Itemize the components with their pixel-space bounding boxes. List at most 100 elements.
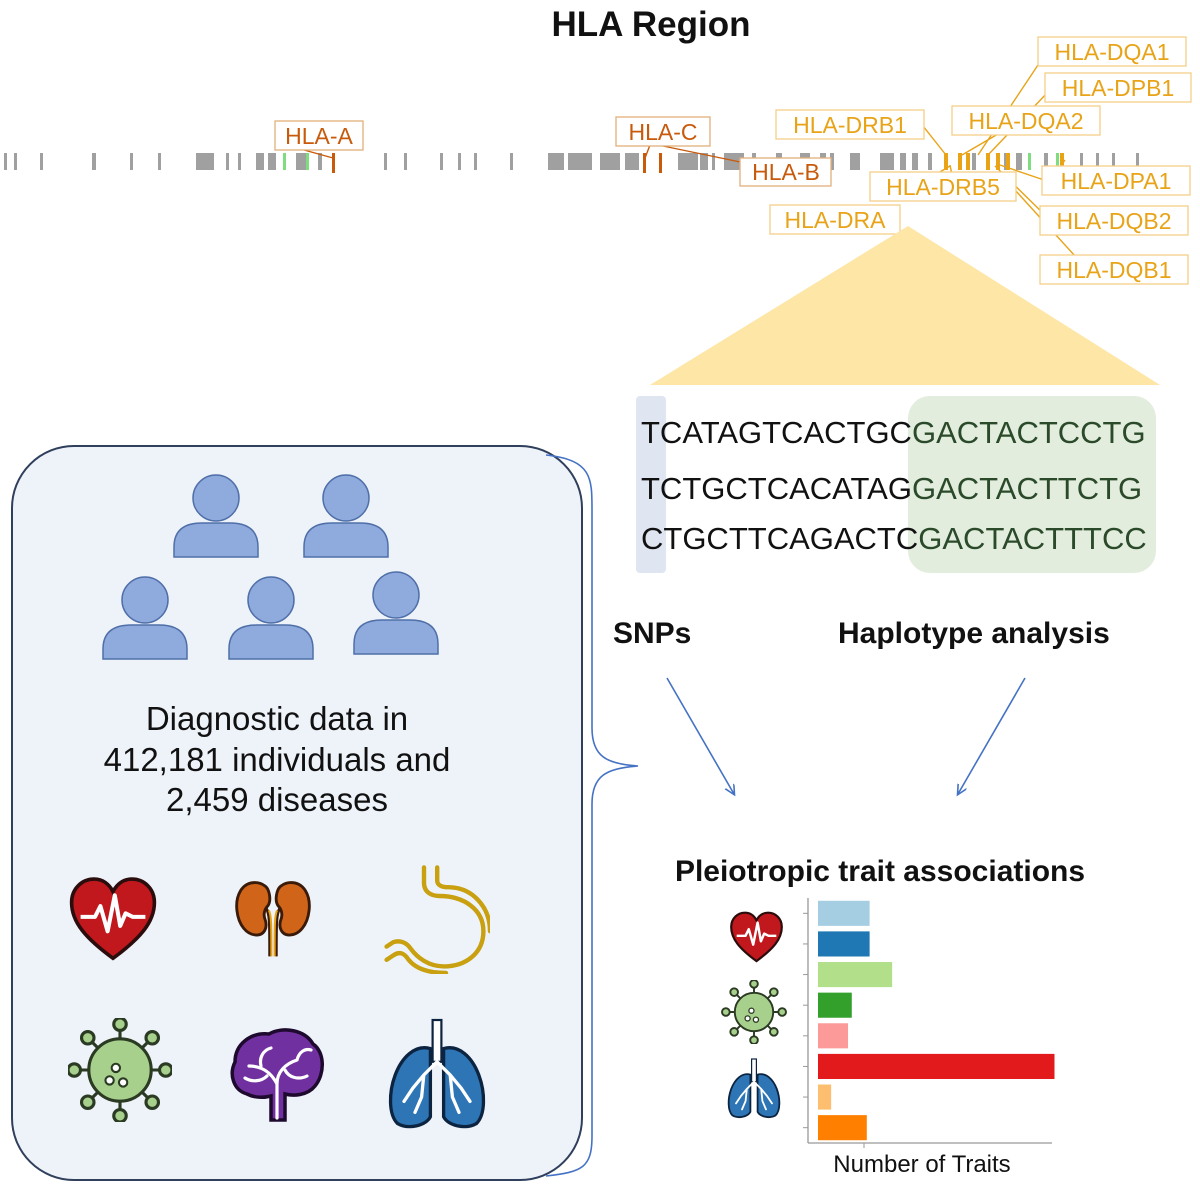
gene-tick — [678, 153, 698, 170]
trait-bar — [818, 962, 893, 988]
gene-tick — [944, 153, 948, 170]
chart-xlabel: Number of Traits — [833, 1151, 1010, 1178]
svg-text:HLA-C: HLA-C — [628, 119, 697, 145]
sequence-line: TCATAGTCACTGCGACTACTCCTG — [641, 415, 1146, 450]
svg-text:HLA-DPB1: HLA-DPB1 — [1062, 75, 1174, 101]
gene-tick — [972, 153, 976, 170]
haplotype-analysis-label: Haplotype analysis — [838, 617, 1110, 650]
svg-text:HLA-B: HLA-B — [752, 159, 820, 185]
gene-tick — [130, 153, 133, 170]
gene-track — [4, 153, 1139, 173]
gene-label-hla-a: HLA-A — [274, 120, 364, 151]
gene-tick — [92, 153, 96, 170]
class-one-gene-labels — [303, 144, 746, 164]
trait-bar-chart — [803, 898, 1055, 1148]
trait-bar — [818, 1084, 832, 1110]
gene-tick — [238, 153, 241, 170]
gene-tick — [14, 153, 17, 170]
svg-text:412,181 individuals and: 412,181 individuals and — [104, 741, 451, 778]
diagnostic-text: Diagnostic data in 412,181 individuals a… — [104, 700, 451, 818]
snps-arrow — [666, 677, 734, 794]
gene-tick — [625, 153, 639, 170]
gene-label-hla-dqa1: HLA-DQA1 — [1037, 36, 1187, 67]
gene-tick — [226, 153, 229, 170]
gene-tick — [986, 153, 990, 170]
gene-tick — [440, 153, 443, 170]
virus-icon — [68, 1018, 172, 1122]
svg-text:2,459 diseases: 2,459 diseases — [166, 781, 388, 818]
gene-tick — [643, 153, 646, 173]
gene-tick — [958, 153, 962, 170]
gene-tick — [724, 153, 744, 170]
gene-label-hla-dqa2: HLA-DQA2 — [951, 105, 1101, 136]
chart-lungs-icon — [727, 1057, 781, 1119]
person-icon — [173, 474, 259, 558]
svg-text:HLA-DQB1: HLA-DQB1 — [1056, 257, 1171, 283]
gene-tick — [158, 153, 161, 170]
gene-tick — [850, 153, 860, 170]
sequence-line: CTGCTTCAGACTCGACTACTTTCC — [641, 521, 1147, 556]
gene-tick — [332, 153, 335, 173]
figure-title: HLA Region — [552, 5, 751, 44]
gene-tick — [474, 153, 477, 170]
gene-tick — [912, 153, 918, 170]
haplotype-highlight — [908, 396, 1156, 573]
gene-tick — [830, 153, 834, 170]
gene-tick — [659, 153, 662, 173]
svg-text:HLA-DQA1: HLA-DQA1 — [1054, 39, 1169, 65]
gene-tick — [928, 153, 932, 170]
gene-tick — [1006, 153, 1010, 170]
gene-tick — [318, 153, 322, 170]
gene-tick — [458, 153, 461, 170]
gene-label-hla-dra: HLA-DRA — [769, 204, 901, 235]
svg-text:HLA-DRA: HLA-DRA — [785, 207, 887, 233]
gene-label-hla-b: HLA-B — [739, 157, 832, 187]
gene-tick — [1136, 153, 1139, 170]
trait-bar — [818, 900, 870, 926]
gene-tick — [900, 153, 906, 170]
svg-text:Diagnostic data in: Diagnostic data in — [146, 700, 408, 737]
curly-brace — [545, 454, 639, 1177]
gene-tick — [1016, 153, 1022, 170]
gene-label-hla-dpb1: HLA-DPB1 — [1044, 72, 1192, 103]
gene-tick — [196, 153, 214, 170]
gene-tick — [283, 153, 286, 170]
sequence-line: TCTGCTCACATAGGACTACTTCTG — [641, 471, 1142, 506]
gene-label-hla-drb1: HLA-DRB1 — [775, 109, 925, 140]
pleiotropic-label: Pleiotropic trait associations — [675, 855, 1085, 888]
person-icon — [303, 474, 389, 558]
gene-tick — [256, 153, 264, 170]
gene-label-hla-dpa1: HLA-DPA1 — [1041, 165, 1191, 196]
gene-tick — [568, 153, 592, 170]
gene-tick — [966, 153, 970, 170]
gene-tick — [1080, 153, 1083, 170]
gene-label-hla-c: HLA-C — [615, 116, 711, 147]
gene-tick — [712, 153, 715, 170]
person-icon — [353, 571, 439, 655]
snp-highlight — [636, 396, 666, 573]
trait-bar — [818, 1053, 1055, 1079]
chart-virus-icon — [721, 980, 787, 1044]
person-icon — [102, 576, 188, 660]
svg-text:HLA-DRB5: HLA-DRB5 — [886, 174, 1000, 200]
gene-tick — [1028, 153, 1031, 170]
gene-tick — [4, 153, 7, 170]
gene-tick — [600, 153, 620, 170]
snps-label: SNPs — [613, 617, 691, 650]
gene-tick — [1060, 153, 1064, 170]
svg-text:HLA-DQA2: HLA-DQA2 — [968, 108, 1083, 134]
gene-tick — [404, 153, 407, 170]
trait-bar — [818, 931, 870, 957]
gene-tick — [296, 153, 306, 170]
gene-tick — [1044, 153, 1048, 170]
svg-text:HLA-DRB1: HLA-DRB1 — [793, 112, 907, 138]
people-group — [102, 474, 439, 660]
gene-label-hla-dqb1: HLA-DQB1 — [1039, 254, 1189, 285]
zoom-triangle — [650, 226, 1160, 385]
gene-tick — [1056, 153, 1059, 170]
svg-text:HLA-A: HLA-A — [285, 123, 353, 149]
gene-tick — [1112, 153, 1115, 170]
gene-tick — [548, 153, 564, 170]
trait-bar — [818, 992, 852, 1018]
